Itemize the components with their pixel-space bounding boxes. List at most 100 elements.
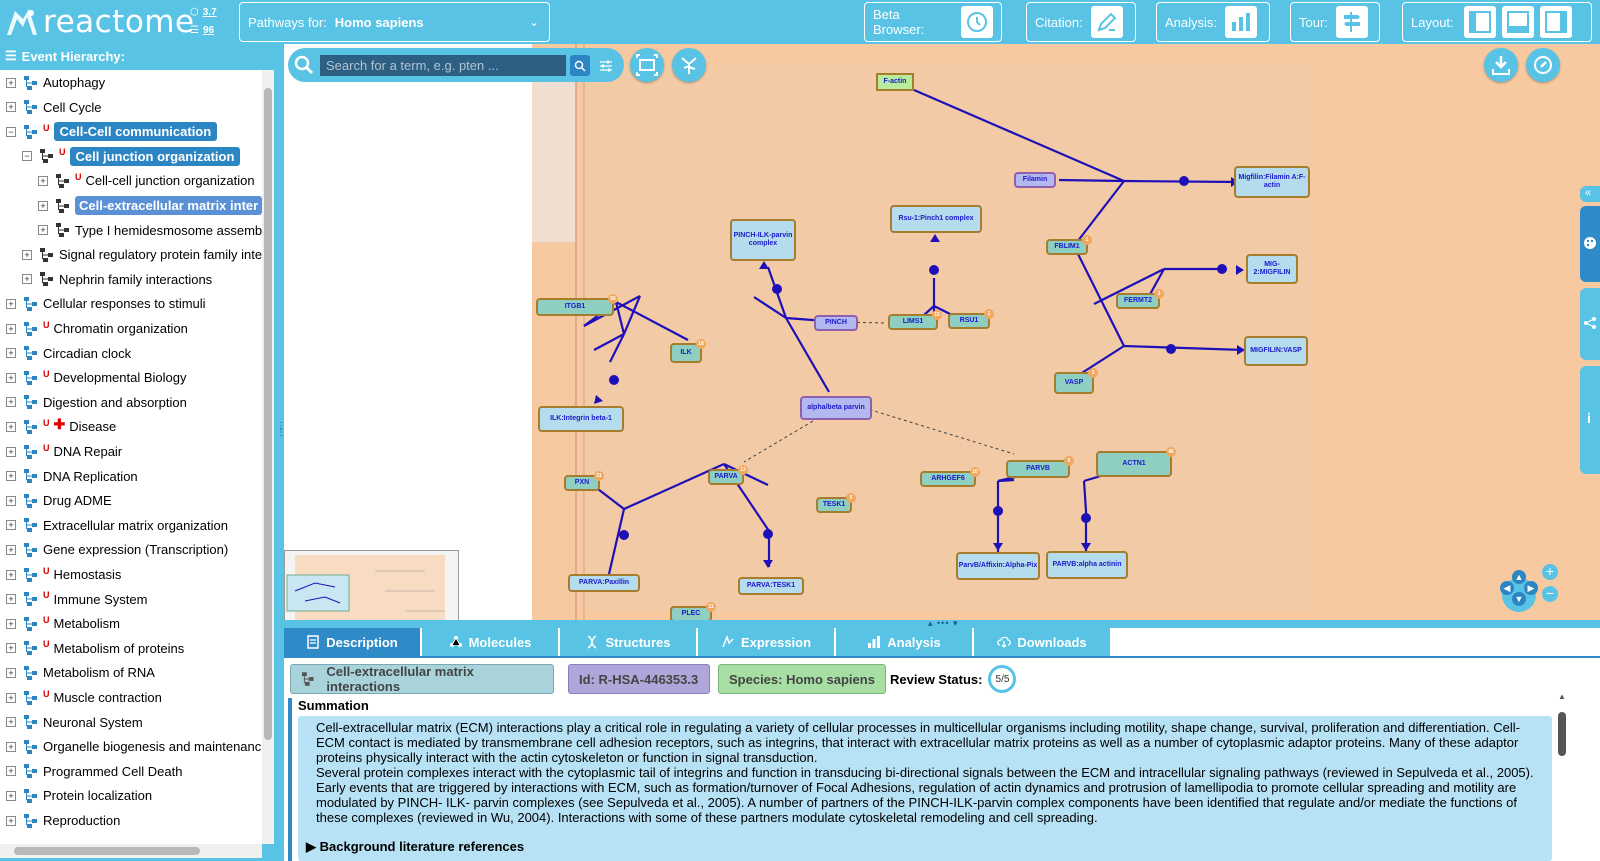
layout-left-button[interactable] xyxy=(1463,6,1496,38)
tree-item[interactable]: +Circadian clock xyxy=(0,341,131,366)
diagram-node[interactable]: F-actin xyxy=(876,73,914,91)
version-number[interactable]: 3.7 xyxy=(202,7,217,18)
expand-icon[interactable]: + xyxy=(6,790,16,801)
species-selector[interactable]: Pathways for: Homo sapiens ⌄ xyxy=(239,2,550,42)
expand-icon[interactable]: + xyxy=(6,717,16,728)
pan-right-icon[interactable]: ▶ xyxy=(1524,581,1538,595)
diagram-resize-handle[interactable]: ▴ ••• ▾ xyxy=(284,618,1600,628)
expand-icon[interactable]: + xyxy=(6,594,16,605)
diagram-node[interactable]: PARVB:alpha actinin xyxy=(1046,551,1128,579)
collapse-right-tab[interactable]: « xyxy=(1580,186,1600,202)
tree-item[interactable]: +Cell Cycle xyxy=(0,95,102,120)
tree-item[interactable]: +Neuronal System xyxy=(0,710,143,735)
interactor-count-badge[interactable]: 18 xyxy=(696,339,706,349)
expand-icon[interactable]: + xyxy=(6,618,16,629)
tree-item[interactable]: +Gene expression (Transcription) xyxy=(0,537,228,562)
expand-icon[interactable]: + xyxy=(6,348,16,359)
search-options-button[interactable] xyxy=(596,55,616,76)
tree-item[interactable]: +Type I hemidesmosome assemb xyxy=(0,218,262,243)
tree-item[interactable]: +Cell-extracellular matrix inter xyxy=(0,193,262,218)
collapse-icon[interactable]: − xyxy=(22,151,32,162)
zoom-in-icon[interactable]: + xyxy=(1542,564,1558,580)
release-number[interactable]: 96 xyxy=(202,25,215,36)
reactome-logo[interactable]: reactome xyxy=(5,4,195,40)
expand-icon[interactable]: + xyxy=(6,446,16,457)
diagram-node[interactable]: ParvB/Affixin:Alpha-Pix xyxy=(956,552,1040,580)
expand-icon[interactable]: + xyxy=(6,815,16,826)
details-scroll-thumb[interactable] xyxy=(1558,712,1566,756)
tree-horizontal-scrollbar[interactable] xyxy=(0,844,262,858)
tree-scroll-thumb[interactable] xyxy=(264,88,272,740)
tree-item[interactable]: +Metabolism of RNA xyxy=(0,660,155,685)
pan-up-icon[interactable]: ▲ xyxy=(1512,570,1526,584)
pathway-diagram[interactable]: ▲ ▼ ◀ ▶ + − F-actinFilaminMigfilin:Filam… xyxy=(284,44,1600,620)
analysis-button[interactable] xyxy=(1225,6,1258,38)
diagram-node[interactable]: Migfilin:Filamin A:F-actin xyxy=(1234,166,1310,198)
info-tab[interactable]: i xyxy=(1580,366,1600,474)
tree-item[interactable]: +Autophagy xyxy=(0,70,105,95)
diagram-node[interactable]: Filamin xyxy=(1014,172,1056,188)
diagram-node[interactable]: ILK:Integrin beta-1 xyxy=(538,406,624,432)
tab-downloads[interactable]: Downloads xyxy=(974,628,1110,656)
citation-button[interactable] xyxy=(1090,6,1123,38)
expand-icon[interactable]: + xyxy=(6,102,16,113)
details-scrollbar[interactable]: ▲ xyxy=(1556,692,1568,861)
fit-diagram-button[interactable] xyxy=(630,48,664,82)
interactor-count-badge[interactable]: 31 xyxy=(594,471,604,481)
diagram-search-input[interactable] xyxy=(320,55,566,76)
diagram-download-button[interactable] xyxy=(1484,48,1518,82)
tree-item[interactable]: +Cellular responses to stimuli xyxy=(0,291,206,316)
expand-icon[interactable]: + xyxy=(6,692,16,703)
tree-vertical-scrollbar[interactable] xyxy=(262,70,274,844)
tree-item[interactable]: +DNA Replication xyxy=(0,464,138,489)
diagram-node[interactable]: MIGFILIN:VASP xyxy=(1244,336,1308,366)
tour-button[interactable] xyxy=(1335,6,1368,38)
tree-item[interactable]: +Reproduction xyxy=(0,808,120,833)
diagram-node[interactable]: PARVA:TESK1 xyxy=(738,577,804,595)
collapse-icon[interactable]: − xyxy=(6,126,16,137)
expand-icon[interactable]: + xyxy=(6,397,16,408)
diagram-settings-button[interactable] xyxy=(1526,48,1560,82)
tree-item[interactable]: +U✚Disease xyxy=(0,414,116,439)
illustration-button[interactable] xyxy=(672,48,706,82)
diagram-thumbnail[interactable] xyxy=(284,550,459,620)
diagram-node[interactable]: Rsu-1:Pinch1 complex xyxy=(890,205,982,233)
tab-expression[interactable]: Expression xyxy=(698,628,834,656)
interactor-count-badge[interactable]: 15 xyxy=(932,310,942,320)
expand-icon[interactable]: + xyxy=(6,298,16,309)
interactor-count-badge[interactable]: 3 xyxy=(1154,289,1164,299)
tree-hscroll-thumb[interactable] xyxy=(14,847,200,855)
expand-icon[interactable]: + xyxy=(6,323,16,334)
expand-icon[interactable]: + xyxy=(6,667,16,678)
interactor-count-badge[interactable]: 13 xyxy=(738,465,748,475)
expand-icon[interactable]: + xyxy=(38,225,48,236)
pan-left-icon[interactable]: ◀ xyxy=(1500,581,1514,595)
interactor-count-badge[interactable]: 56 xyxy=(608,294,618,304)
tree-item[interactable]: +Extracellular matrix organization xyxy=(0,513,228,538)
tree-item[interactable]: +Signal regulatory protein family inte xyxy=(0,242,262,267)
expand-icon[interactable]: + xyxy=(6,77,16,88)
diagram-node[interactable]: PINCH xyxy=(814,315,858,331)
diagram-node[interactable]: MIG-2:MIGFILIN xyxy=(1246,254,1298,284)
search-submit-button[interactable] xyxy=(570,55,590,76)
expand-icon[interactable]: + xyxy=(6,766,16,777)
interactor-count-badge[interactable]: 3 xyxy=(1088,368,1098,378)
